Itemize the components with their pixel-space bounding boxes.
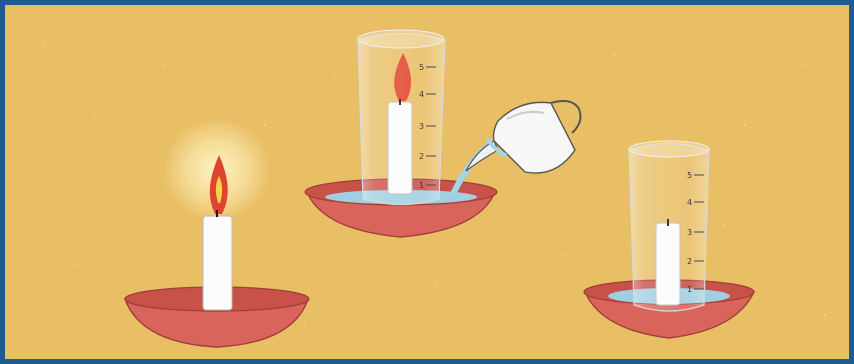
stage-covered-candle: 5 4 3 2 1: [305, 30, 580, 237]
candle-left: [203, 216, 232, 310]
glass-right: [629, 144, 709, 312]
scale-right-label-2: 2: [687, 257, 692, 266]
glass-middle: [358, 34, 445, 205]
glass-middle-rim: [358, 30, 444, 48]
scale-right-label-4: 4: [687, 198, 692, 207]
pitcher: [466, 101, 580, 173]
scale-middle-label-4: 4: [419, 90, 424, 99]
scene: 5 4 3 2 1: [5, 5, 849, 359]
scale-middle-label-3: 3: [419, 122, 424, 131]
scale-middle-label-2: 2: [419, 152, 424, 161]
scale-right-label-5: 5: [687, 171, 692, 180]
scale-right-label-1: 1: [687, 285, 692, 294]
scale-middle-label-5: 5: [419, 63, 424, 72]
stage-extinguished-candle: 5 4 3 2 1: [584, 141, 754, 338]
glass-right-rim: [629, 141, 709, 157]
stage-burning-candle: [125, 118, 309, 347]
scale-right-label-3: 3: [687, 228, 692, 237]
scale-middle-label-1: 1: [419, 181, 424, 190]
